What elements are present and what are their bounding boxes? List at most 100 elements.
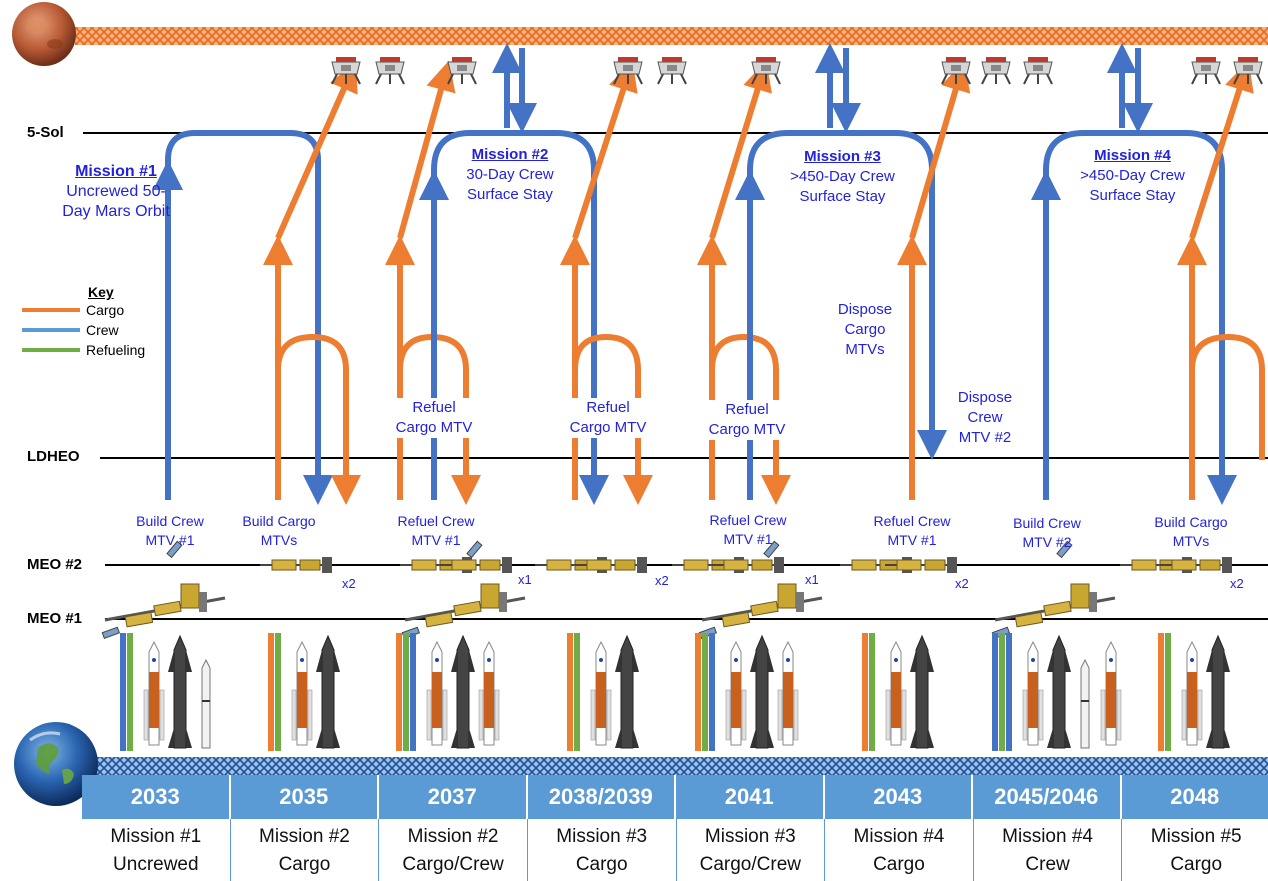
legend-title: Key [88, 284, 145, 300]
station-icon [992, 541, 1115, 638]
mission-type-bar [1165, 633, 1171, 751]
mission-type-bar [410, 633, 416, 751]
orbit-ldheo-label: LDHEO [27, 448, 80, 465]
rocket-icon [750, 636, 774, 748]
mtv-icon [885, 557, 957, 573]
rocket-icon [168, 636, 192, 748]
multiplier-6: x2 [1230, 576, 1244, 591]
rocket-icon [1047, 636, 1071, 748]
mission-type-bar [574, 633, 580, 751]
launch-group [120, 633, 210, 751]
year-cell: 2043 [825, 775, 974, 819]
cargo-trajectory-2035-up [278, 75, 350, 238]
launch-group [862, 633, 934, 751]
legend-crew-label: Crew [86, 322, 119, 338]
launch-group [1158, 633, 1230, 751]
rocket-icon [479, 642, 499, 745]
mission-type-bar [268, 633, 274, 751]
lander-icon [1024, 57, 1052, 84]
mission-type-bar [403, 633, 409, 751]
mission-type-bar [999, 633, 1005, 751]
mtv-icon [575, 557, 647, 573]
rocket-icon [910, 636, 934, 748]
mission-type-bar [992, 633, 998, 751]
mission-3-label: Mission #3 >450-Day Crew Surface Stay [770, 147, 915, 207]
year-cell: 2041 [676, 775, 825, 819]
rocket-icon [427, 642, 447, 745]
mission-description: Mission #3Cargo [528, 819, 677, 881]
legend-cargo-swatch [22, 308, 80, 312]
mtv-icon [440, 557, 512, 573]
mission-type-bar [120, 633, 126, 751]
lander-icon [332, 57, 360, 84]
rocket-icon [1101, 642, 1121, 745]
mtv-icon [712, 557, 784, 573]
orbit-meo1-label: MEO #1 [27, 610, 82, 627]
mission-description: Mission #4Crew [974, 819, 1123, 881]
year-cell: 2048 [1122, 775, 1268, 819]
orbit-5sol-label: 5-Sol [27, 124, 64, 141]
mission-description: Mission #5Cargo [1122, 819, 1268, 881]
cargo-trajectory-2038-up [575, 75, 628, 238]
rocket-icon [726, 642, 746, 745]
earth-band [95, 757, 1268, 775]
mission-type-bar [695, 633, 701, 751]
lander-icon [376, 57, 404, 84]
rocket-icon [292, 642, 312, 745]
rocket-icon [1182, 642, 1202, 745]
mission-4-label: Mission #4 >450-Day Crew Surface Stay [1060, 146, 1205, 206]
station-icon [699, 541, 822, 638]
refuel-cargo-label-3: RefuelCargo MTV [697, 400, 797, 440]
mission-type-bar [275, 633, 281, 751]
year-cell: 2037 [379, 775, 528, 819]
lander-icon [752, 57, 780, 84]
cargo-trajectory-2043-up [912, 75, 960, 238]
rocket-icon [615, 636, 639, 748]
launch-group [567, 633, 639, 751]
year-cell: 2035 [231, 775, 380, 819]
rocket-icon [1206, 636, 1230, 748]
legend-refueling-swatch [22, 348, 80, 352]
lander-icon [942, 57, 970, 84]
mission-type-bar [709, 633, 715, 751]
mission-2-label: Mission #2 30-Day Crew Surface Stay [440, 145, 580, 205]
mission-type-bar [869, 633, 875, 751]
mission-description-row: Mission #1Uncrewed Mission #2Cargo Missi… [82, 819, 1268, 881]
year-bar: 2033 2035 2037 2038/2039 2041 2043 2045/… [82, 775, 1268, 819]
mission-type-bar [127, 633, 133, 751]
lander-icon [1192, 57, 1220, 84]
mission-type-bar [396, 633, 402, 751]
legend-cargo-label: Cargo [86, 302, 124, 318]
year-cell: 2038/2039 [528, 775, 677, 819]
dispose-cargo-label: DisposeCargoMTVs [826, 300, 904, 360]
mission-type-bar [1006, 633, 1012, 751]
rocket-icon [1023, 642, 1043, 745]
rocket-icon [202, 660, 210, 748]
station-icon [402, 541, 525, 638]
mtv-icon [1160, 557, 1232, 573]
year-cell: 2045/2046 [973, 775, 1122, 819]
lander-icon [982, 57, 1010, 84]
rocket-icon [778, 642, 798, 745]
cargo-loop-2048 [1192, 337, 1262, 460]
multiplier-2: x1 [518, 572, 532, 587]
launch-group [268, 633, 340, 751]
multiplier-5: x2 [955, 576, 969, 591]
rocket-icon [144, 642, 164, 745]
mtv-icon [260, 557, 332, 573]
lander-icon [614, 57, 642, 84]
mars-icon [12, 2, 76, 66]
mission-type-bar [862, 633, 868, 751]
